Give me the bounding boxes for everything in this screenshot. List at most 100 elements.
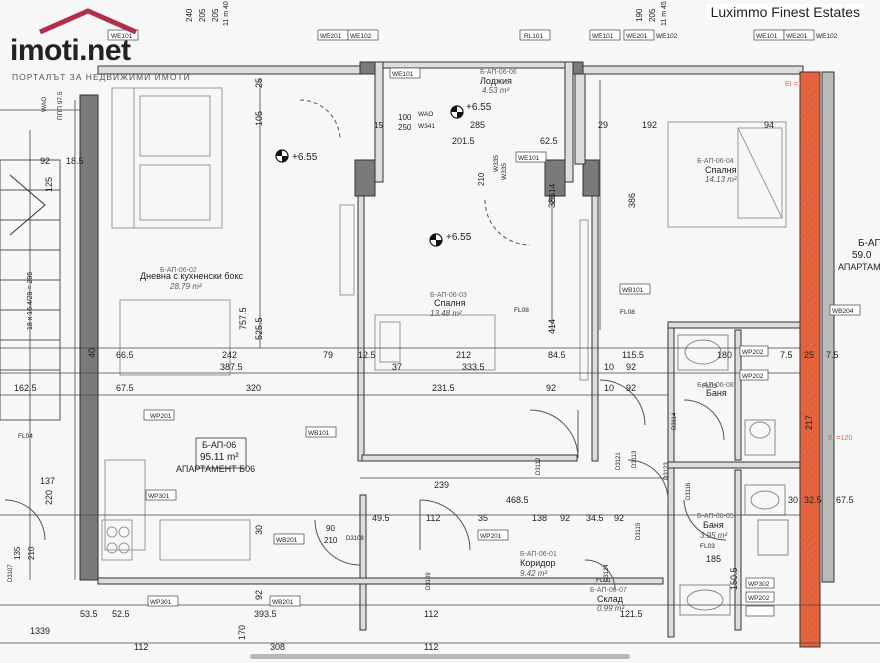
tag-label: WE101 — [111, 33, 133, 40]
dim-label: 125 — [44, 177, 54, 192]
room-name: Спалня — [434, 298, 466, 308]
dim-label: 414 — [547, 319, 557, 334]
dim-label: 112 — [424, 642, 438, 652]
tag-label: FL08 — [514, 307, 529, 314]
tag-label: FL03 — [702, 383, 717, 390]
dim-label: 115.5 — [622, 350, 644, 360]
neighbor-name: АПАРТАМ — [838, 262, 880, 272]
dim-label: 210 — [324, 536, 338, 545]
dim-label: 62.5 — [540, 136, 558, 146]
dim-label: 84.5 — [548, 350, 566, 360]
tag-label: WE101 — [392, 71, 414, 78]
dim-label: 30 — [788, 495, 798, 505]
tag-label: W341 — [418, 123, 435, 130]
living-room-furniture — [101, 87, 251, 561]
agency-watermark: Luximmo Finest Estates — [706, 4, 864, 20]
tag-label: WE101 — [756, 33, 778, 40]
dim-label: 386 — [547, 193, 557, 208]
level-label: +6.55 — [446, 232, 472, 243]
partition-livingroom-bedroom — [357, 195, 365, 462]
dim-label: 92 — [40, 156, 50, 166]
dim-label: 7.5 — [826, 350, 839, 360]
tag-label: FL03 — [700, 543, 715, 550]
level-label: +6.55 — [466, 102, 492, 113]
room-name: Коридор — [520, 558, 556, 568]
dim-label: 170 — [237, 625, 247, 640]
dim-label: 92 — [254, 590, 264, 600]
dim-label: 105 — [254, 111, 264, 126]
dim-label: 757.5 — [238, 307, 248, 330]
room-area: 3.95 m² — [700, 531, 727, 540]
scroll-handle[interactable] — [250, 654, 630, 659]
tag-label: WE102 — [816, 33, 838, 40]
dim-label: 32.5 — [804, 495, 822, 505]
tag-label: WE101 — [592, 33, 614, 40]
column-interior-3 — [582, 159, 600, 197]
dim-label: 53.5 — [80, 609, 98, 619]
walls — [79, 61, 804, 638]
tag-label: W335 — [493, 155, 500, 172]
dim-label: 112 — [134, 642, 148, 652]
room-area: 0.99 m² — [597, 604, 624, 613]
tag-label: FL01 — [596, 577, 611, 584]
apartment-code: Б-АП-06 — [202, 440, 236, 450]
tag-label: WE102 — [656, 33, 678, 40]
tag-label: FL08 — [620, 309, 635, 316]
dim-label: 11 m 40 — [223, 1, 230, 26]
door-code: D3112 — [536, 457, 542, 475]
room-area: 28.79 m² — [169, 282, 202, 291]
room-name: Лоджия — [480, 76, 512, 86]
dim-label: 217 — [804, 415, 814, 430]
neighbor-area: 59.0 — [852, 250, 872, 261]
dim-label: 138 — [532, 513, 547, 523]
dim-label: 92 — [626, 383, 636, 393]
tag-label: WAO — [418, 111, 433, 118]
tag-label: FL04 — [18, 433, 33, 440]
dim-label: 231.5 — [432, 383, 455, 393]
room-name: Склад — [597, 594, 624, 604]
room-area: 14.13 m² — [705, 175, 737, 184]
dim-label: 25 — [254, 78, 264, 88]
tag-label: WB201 — [272, 599, 294, 606]
dim-label: 210 — [27, 546, 36, 560]
dim-label: 40 — [87, 348, 97, 358]
wall-top-right — [582, 65, 804, 75]
fire-rating: EI =120 — [828, 435, 852, 442]
tag-label: WE201 — [786, 33, 808, 40]
fire-rating: EI =120 — [785, 81, 809, 88]
logo-tagline: ПОРТАЛЪТ ЗА НЕДВИЖИМИ ИМОТИ — [12, 72, 191, 82]
room-id: Б-АП-06-04 — [697, 158, 734, 165]
roof-icon — [38, 8, 138, 34]
dim-label: 185 — [706, 554, 721, 564]
tag-label: WB201 — [276, 537, 298, 544]
dim-label: 393.5 — [254, 609, 277, 619]
dim-label: 100 — [398, 113, 412, 122]
dim-label: 30 — [254, 525, 264, 535]
dim-label: 162.5 — [14, 383, 37, 393]
door-code: D3107 — [8, 564, 14, 582]
tag-label: WE102 — [350, 33, 372, 40]
dim-label: 192 — [642, 120, 657, 130]
tag-label: WP201 — [480, 533, 502, 540]
room-name: Спалня — [705, 165, 737, 175]
tag-label: ППП 97.5 — [57, 91, 64, 120]
dim-label: 210 — [477, 172, 486, 186]
dim-label: 29 — [598, 120, 608, 130]
column-interior-2 — [544, 159, 566, 197]
door-code: D3108 — [346, 536, 364, 542]
site-logo[interactable]: imoti.net ПОРТАЛЪТ ЗА НЕДВИЖИМИ ИМОТИ — [8, 6, 190, 84]
room-id: Б-АП-06-07 — [590, 587, 627, 594]
door-code: D3113 — [632, 450, 638, 468]
tag-label: WP202 — [748, 595, 770, 602]
tag-label: WP202 — [742, 349, 764, 356]
dim-label: 205 — [211, 8, 220, 22]
plan-text: Б-АП-06-02 Дневна с кухненски бокс 28.79… — [8, 1, 880, 652]
tag-label: WB101 — [308, 430, 330, 437]
door-code: D3115 — [636, 522, 642, 540]
dim-label: 135 — [13, 546, 22, 560]
door-code: D3116 — [686, 482, 692, 500]
door-code: D3121 — [616, 452, 622, 470]
dim-label: 205 — [648, 8, 657, 22]
tag-label: WP301 — [148, 493, 170, 500]
dim-label: 468.5 — [506, 495, 529, 505]
